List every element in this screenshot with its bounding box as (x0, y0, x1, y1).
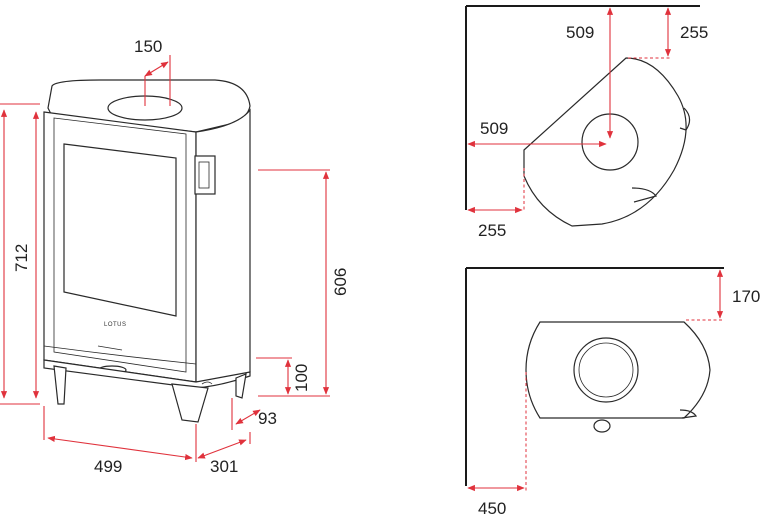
rear-leg (235, 373, 247, 399)
brand-logo: LOTUS (104, 322, 127, 328)
dim-label-depth: 301 (210, 457, 238, 476)
door-handle (194, 155, 216, 195)
corner-install-view: 509 255 509 255 (465, 5, 708, 240)
front-right-leg (171, 383, 209, 423)
dim-label-corner-flue-back: 509 (480, 119, 508, 138)
dim-label-corner-side: 255 (478, 221, 506, 240)
wall-install-view: 170 450 (465, 267, 760, 518)
front-dimensions: 150 712 606 100 93 499 301 (0, 37, 350, 476)
dim-label-corner-flue-side: 509 (566, 23, 594, 42)
dim-label-leg-depth: 93 (258, 409, 277, 428)
dim-label-width: 499 (94, 457, 122, 476)
dim-label-flue-offset: 150 (134, 37, 162, 56)
dim-label-total-height: 712 (12, 244, 31, 272)
dim-label-corner-rear: 255 (680, 23, 708, 42)
dim-label-wall-side: 450 (478, 499, 506, 518)
flue-outlet-wall (573, 337, 639, 403)
door-window (63, 143, 177, 317)
dim-label-side-height: 606 (331, 268, 350, 296)
front-left-leg (53, 365, 67, 405)
dim-label-wall-rear: 170 (732, 287, 760, 306)
stove-front-view: LOTUS (43, 79, 251, 423)
dim-label-leg-height: 100 (292, 364, 311, 392)
